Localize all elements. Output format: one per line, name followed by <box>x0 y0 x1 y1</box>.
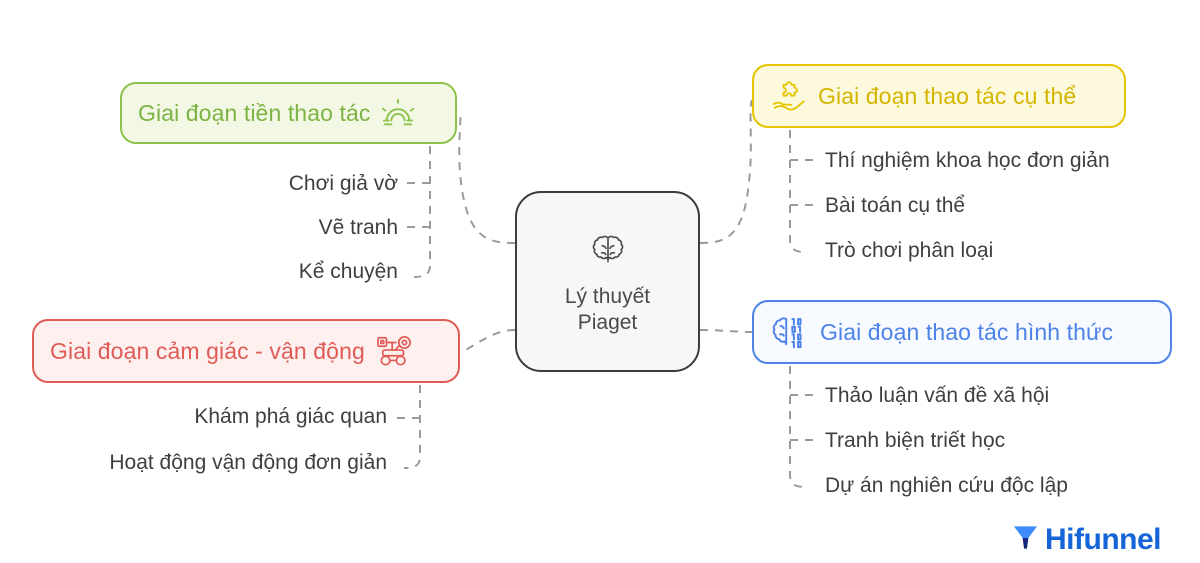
funnel-icon <box>1012 522 1039 557</box>
branch-label-pre-operational: Giai đoạn tiền thao tác <box>138 99 371 126</box>
branch-node-sensorimotor[interactable]: Giai đoạn cảm giác - vận động <box>32 319 460 383</box>
connector-concrete-operational-trunk <box>789 130 807 253</box>
branch-node-concrete-operational[interactable]: Giai đoạn thao tác cụ thể <box>752 64 1126 128</box>
robot-rover-icon <box>375 334 415 368</box>
center-node[interactable]: Lý thuyết Piaget <box>515 191 700 372</box>
leaf-concrete-operational-2: Trò chơi phân loại <box>825 239 994 262</box>
connector-sensorimotor-trunk <box>403 385 421 469</box>
leaf-sensorimotor-1: Hoạt động vận động đơn giản <box>109 451 387 474</box>
connector-center-to-pre-operational <box>458 112 516 244</box>
leaf-pre-operational-2: Kể chuyện <box>298 260 398 283</box>
branch-label-concrete-operational: Giai đoạn thao tác cụ thể <box>818 82 1077 109</box>
hand-puzzle-icon <box>770 78 808 114</box>
hifunnel-logo: Hifunnel <box>1012 522 1162 557</box>
branch-label-sensorimotor: Giai đoạn cảm giác - vận động <box>50 337 365 364</box>
center-node-title: Lý thuyết Piaget <box>564 285 651 334</box>
leaf-pre-operational-1: Vẽ tranh <box>318 216 398 239</box>
leaf-formal-operational-2: Dự án nghiên cứu độc lập <box>825 474 1068 497</box>
leaf-concrete-operational-0: Thí nghiệm khoa học đơn giản <box>825 149 1110 172</box>
leaf-pre-operational-0: Chơi giả vờ <box>288 172 398 195</box>
leaf-formal-operational-1: Tranh biện triết học <box>825 429 1006 452</box>
brain-binary-icon <box>770 313 810 351</box>
brain-icon <box>585 227 631 278</box>
rainbow-arch-icon <box>380 97 416 129</box>
connector-center-to-formal-operational <box>699 329 753 333</box>
leaf-formal-operational-0: Thảo luận vấn đề xã hội <box>825 384 1050 407</box>
logo-text: Hifunnel <box>1045 522 1162 556</box>
branch-node-pre-operational[interactable]: Giai đoạn tiền thao tác <box>120 82 457 144</box>
connector-center-to-concrete-operational <box>699 99 753 244</box>
connector-pre-operational-trunk <box>413 146 431 278</box>
branch-node-formal-operational[interactable]: Giai đoạn thao tác hình thức <box>752 300 1172 364</box>
connector-formal-operational-trunk <box>789 366 807 488</box>
branch-label-formal-operational: Giai đoạn thao tác hình thức <box>820 318 1114 345</box>
leaf-concrete-operational-1: Bài toán cụ thể <box>825 194 966 217</box>
connector-center-to-sensorimotor <box>461 329 516 353</box>
leaf-sensorimotor-0: Khám phá giác quan <box>194 405 387 428</box>
